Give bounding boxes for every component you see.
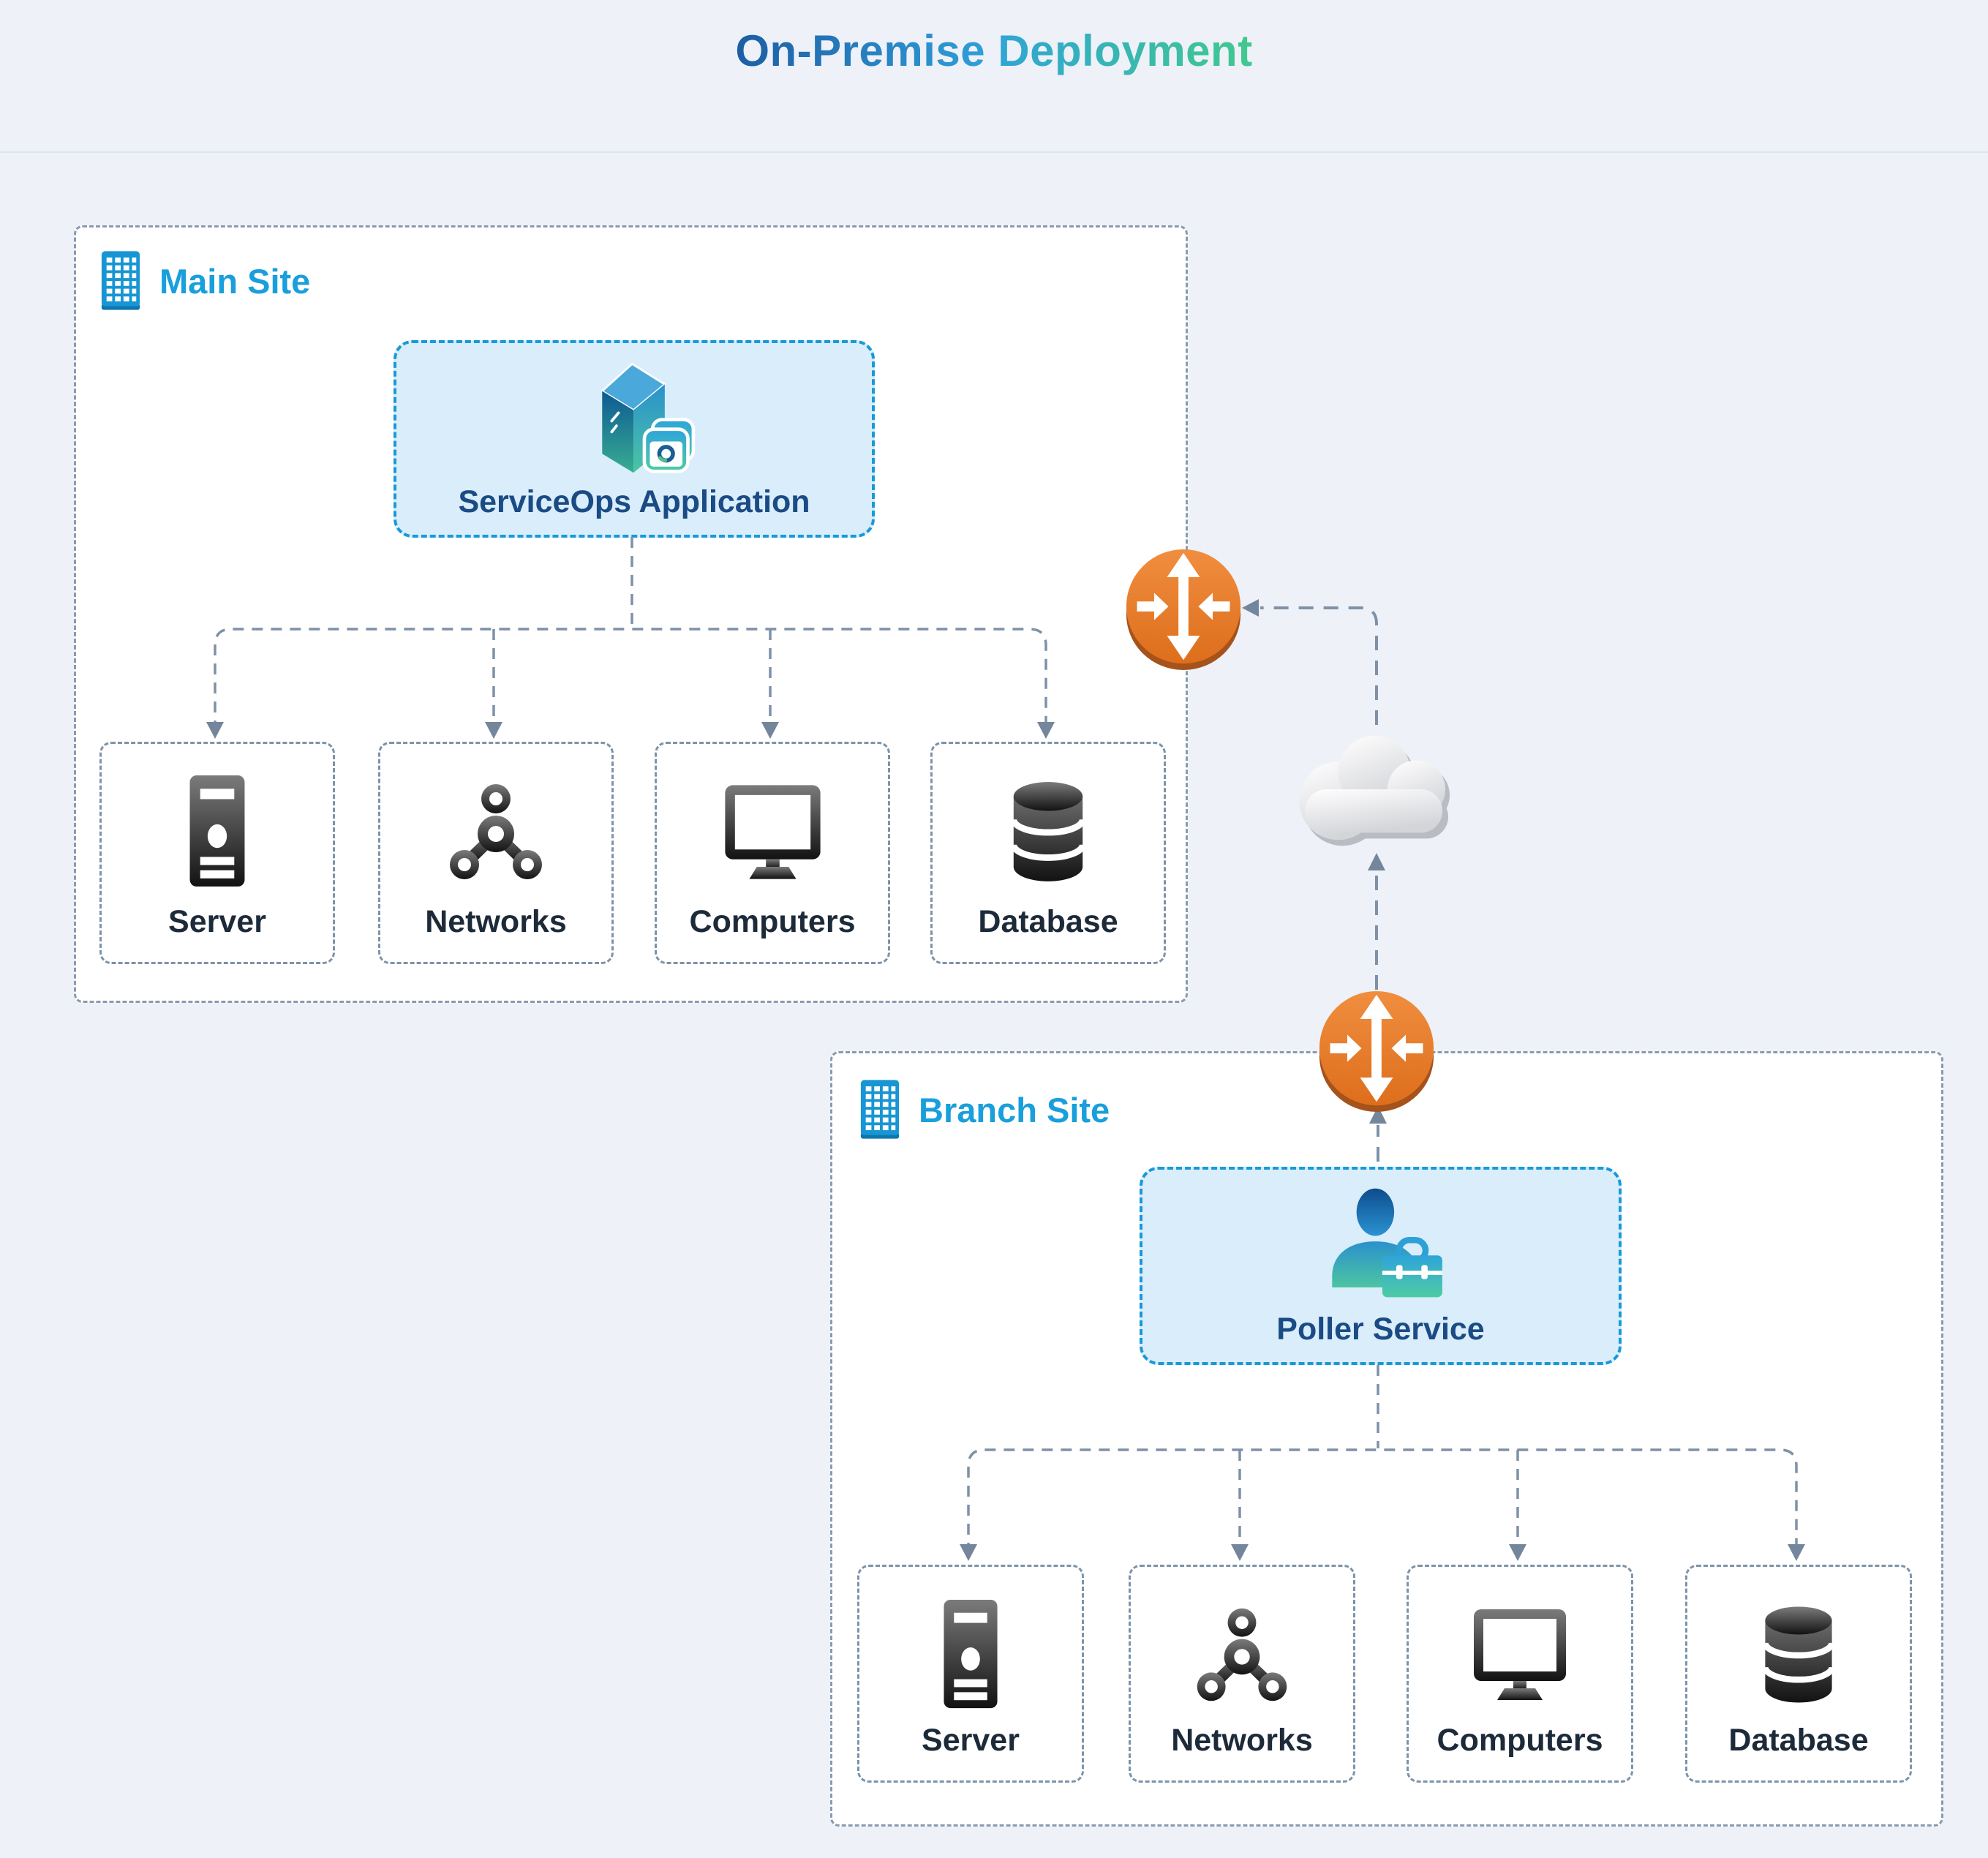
poller-service-icon: [1308, 1184, 1454, 1303]
router-icon: [1319, 990, 1434, 1112]
title-primary: On-Premise: [735, 26, 986, 75]
node-label: Database: [978, 904, 1118, 939]
main-networks-node: Networks: [378, 742, 614, 964]
site-label-text: Branch Site: [919, 1090, 1110, 1129]
main-site-group: Main Site ServiceOps Application Server …: [74, 225, 1188, 1003]
database-icon: [1757, 1593, 1840, 1716]
server-icon: [938, 1593, 1004, 1716]
node-label: Computers: [689, 904, 856, 939]
node-label: Database: [1728, 1723, 1869, 1758]
node-label: Server: [168, 904, 266, 939]
title-divider: [0, 151, 1988, 153]
node-label: Networks: [1171, 1723, 1313, 1758]
networks-icon: [1189, 1593, 1295, 1716]
branch-networks-node: Networks: [1129, 1565, 1355, 1783]
building-icon: [860, 1080, 900, 1139]
node-label: Server: [922, 1723, 1020, 1758]
branch-database-node: Database: [1685, 1565, 1912, 1783]
cloud-icon: [1299, 735, 1450, 846]
database-icon: [1005, 770, 1091, 893]
serviceops-app-icon: [557, 358, 711, 475]
router-icon: [1126, 549, 1241, 670]
app-box-label: ServiceOps Application: [458, 484, 810, 519]
branch-computers-node: Computers: [1407, 1565, 1633, 1783]
branch-site-label: Branch Site: [859, 1078, 1110, 1141]
main-site-label: Main Site: [99, 249, 310, 312]
title-secondary: Deployment: [998, 26, 1253, 75]
branch-server-node: Server: [857, 1565, 1084, 1783]
serviceops-application-box: ServiceOps Application: [394, 340, 875, 538]
networks-icon: [441, 770, 551, 893]
main-server-node: Server: [99, 742, 335, 964]
node-label: Computers: [1437, 1723, 1603, 1758]
main-computers-node: Computers: [655, 742, 890, 964]
node-label: Networks: [425, 904, 567, 939]
building-icon: [101, 251, 140, 310]
page-title: On-Premise Deployment: [0, 25, 1988, 78]
computers-icon: [1465, 1593, 1575, 1716]
app-box-label: Poller Service: [1276, 1312, 1485, 1347]
poller-service-box: Poller Service: [1140, 1167, 1622, 1365]
server-icon: [184, 770, 251, 893]
main-database-node: Database: [930, 742, 1166, 964]
computers-icon: [716, 770, 829, 893]
site-label-text: Main Site: [159, 261, 311, 301]
branch-site-group: Branch Site Poller Service Server Networ…: [830, 1051, 1943, 1827]
